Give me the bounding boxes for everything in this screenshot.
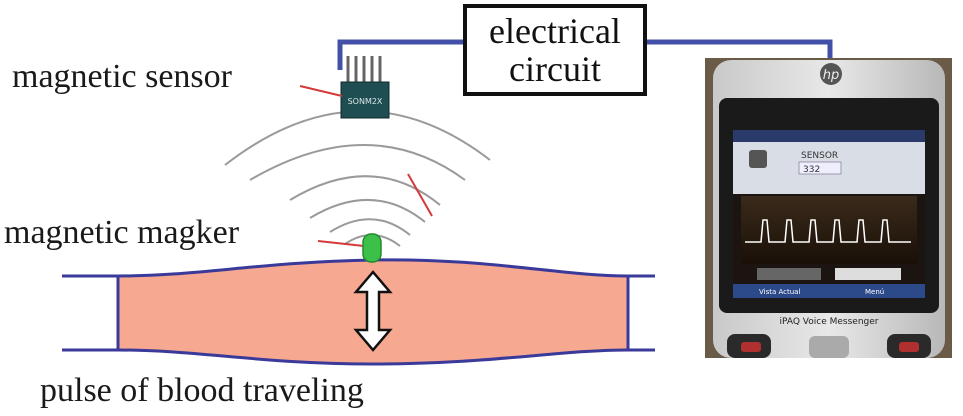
phone-photo: hp SENSOR 332 Vista Actual Menú iPAQ Voi… xyxy=(705,58,952,358)
vessel-bottom-wall xyxy=(62,348,655,366)
label-pulse: pulse of blood traveling xyxy=(40,372,364,409)
marker-icon xyxy=(362,233,382,263)
field-waves xyxy=(224,110,491,247)
circuit-box: electrical circuit xyxy=(463,4,647,96)
screen-value: 332 xyxy=(803,165,820,175)
label-magnetic-marker: magnetic magker xyxy=(4,214,240,251)
chip-text: SONM2X xyxy=(348,97,383,106)
pulse-waveform xyxy=(745,219,911,243)
softkey-left: Vista Actual xyxy=(759,288,800,296)
circuit-label-line2: circuit xyxy=(509,49,601,89)
softkey-right: Menú xyxy=(865,288,884,296)
double-arrow-icon xyxy=(353,270,393,352)
sensor-chip-icon: SONM2X xyxy=(340,56,390,119)
hp-logo-icon: hp xyxy=(820,63,842,85)
phone-footer: iPAQ Voice Messenger xyxy=(780,317,879,327)
screen-title: SENSOR xyxy=(801,151,838,161)
label-magnetic-sensor: magnetic sensor xyxy=(12,58,232,95)
circuit-label-line1: electrical xyxy=(489,11,621,51)
svg-text:hp: hp xyxy=(823,68,840,83)
